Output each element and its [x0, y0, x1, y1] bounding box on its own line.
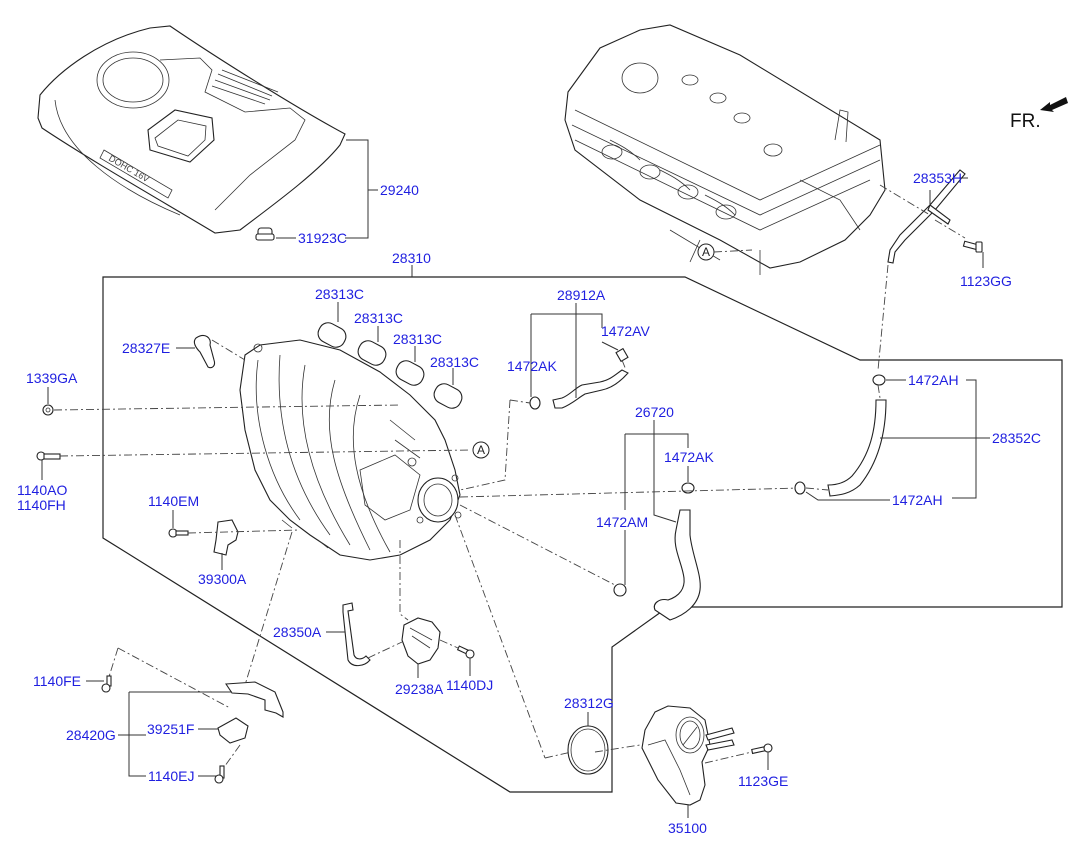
manifold-gaskets-28313C[interactable]	[315, 320, 465, 412]
solenoid-valve-29238A[interactable]	[401, 617, 441, 665]
label-1123GE[interactable]: 1123GE	[738, 773, 788, 789]
label-28313C-3[interactable]: 28313C	[393, 331, 442, 347]
label-28420G[interactable]: 28420G	[66, 727, 116, 743]
oil-filler-cap-31923C[interactable]	[255, 227, 275, 241]
label-26720[interactable]: 26720	[635, 404, 674, 420]
label-28327E[interactable]: 28327E	[122, 340, 170, 356]
clamp-1472AH-upper[interactable]	[872, 374, 886, 386]
bolt-1140EM[interactable]	[168, 528, 189, 538]
label-28912A[interactable]: 28912A	[557, 287, 606, 303]
clamp-1472AM[interactable]	[613, 583, 627, 597]
bracket-39251F[interactable]	[217, 717, 249, 744]
bolt-1140FE[interactable]	[101, 675, 112, 693]
label-31923C[interactable]: 31923C	[298, 230, 347, 246]
clamp-1472AV[interactable]	[615, 347, 629, 363]
fr-text: FR.	[1010, 111, 1041, 132]
clamp-1472AH-lower[interactable]	[794, 481, 806, 495]
label-28350A[interactable]: 28350A	[273, 624, 322, 640]
label-29240[interactable]: 29240	[380, 182, 419, 198]
cylinder-head	[564, 24, 886, 275]
label-1472AM[interactable]: 1472AM	[596, 514, 648, 530]
hose-28912A[interactable]	[552, 369, 629, 409]
label-1472AH-2[interactable]: 1472AH	[892, 492, 943, 508]
sensor-39300A[interactable]	[213, 519, 239, 556]
clamp-1472AK-upper[interactable]	[529, 396, 541, 410]
label-39300A[interactable]: 39300A	[198, 571, 247, 587]
bracket-28420G[interactable]	[225, 681, 284, 718]
label-28313C-4[interactable]: 28313C	[430, 354, 479, 370]
intake-manifold	[239, 339, 462, 561]
bolt-1140AO[interactable]	[36, 451, 61, 461]
marker-a-text: A	[702, 245, 710, 259]
front-arrow-icon	[1040, 97, 1068, 112]
marker-a-text-2: A	[477, 443, 485, 457]
front-direction-marker: FR.	[1010, 97, 1068, 132]
pcv-hose-28327E[interactable]	[193, 335, 216, 369]
label-1472AK-2[interactable]: 1472AK	[664, 449, 714, 465]
label-1472AH-1[interactable]: 1472AH	[908, 372, 959, 388]
label-1140FH[interactable]: 1140FH	[17, 497, 66, 513]
label-35100[interactable]: 35100	[668, 820, 707, 836]
reference-marker-a-manifold: A	[472, 441, 490, 459]
bolt-1123GG[interactable]	[962, 240, 983, 253]
dipstick-tube-28353H[interactable]	[887, 169, 966, 264]
label-1472AV[interactable]: 1472AV	[601, 323, 650, 339]
reference-marker-a-head: A	[697, 243, 753, 261]
throttle-body-35100[interactable]	[641, 705, 735, 806]
label-28313C-2[interactable]: 28313C	[354, 310, 403, 326]
label-1140EM[interactable]: 1140EM	[148, 493, 199, 509]
label-1140AO[interactable]: 1140AO	[17, 482, 67, 498]
bolt-1140EJ[interactable]	[214, 765, 225, 784]
label-1472AK-1[interactable]: 1472AK	[507, 358, 557, 374]
label-28353H[interactable]: 28353H	[913, 170, 962, 186]
hose-26720[interactable]	[653, 509, 701, 621]
label-1140DJ[interactable]: 1140DJ	[446, 677, 493, 693]
label-1140FE[interactable]: 1140FE	[33, 673, 81, 689]
clamp-1472AK-lower[interactable]	[681, 482, 695, 494]
label-1140EJ[interactable]: 1140EJ	[148, 768, 194, 784]
label-1123GG[interactable]: 1123GG	[960, 273, 1012, 289]
label-28352C[interactable]: 28352C	[992, 430, 1041, 446]
label-29238A[interactable]: 29238A	[395, 681, 444, 697]
label-1339GA[interactable]: 1339GA	[26, 370, 78, 386]
nut-1339GA[interactable]	[42, 404, 54, 416]
bolt-1140DJ[interactable]	[456, 645, 475, 659]
gasket-28312G[interactable]	[567, 725, 609, 775]
label-28313C-1[interactable]: 28313C	[315, 286, 364, 302]
label-28310[interactable]: 28310	[392, 250, 431, 266]
label-39251F[interactable]: 39251F	[147, 721, 194, 737]
label-28312G[interactable]: 28312G	[564, 695, 614, 711]
bolt-1123GE[interactable]	[751, 743, 773, 755]
hose-28352C[interactable]	[827, 399, 887, 497]
engine-cover-29240[interactable]: DOHC 16V	[37, 25, 346, 234]
hose-28350A[interactable]	[342, 602, 371, 667]
